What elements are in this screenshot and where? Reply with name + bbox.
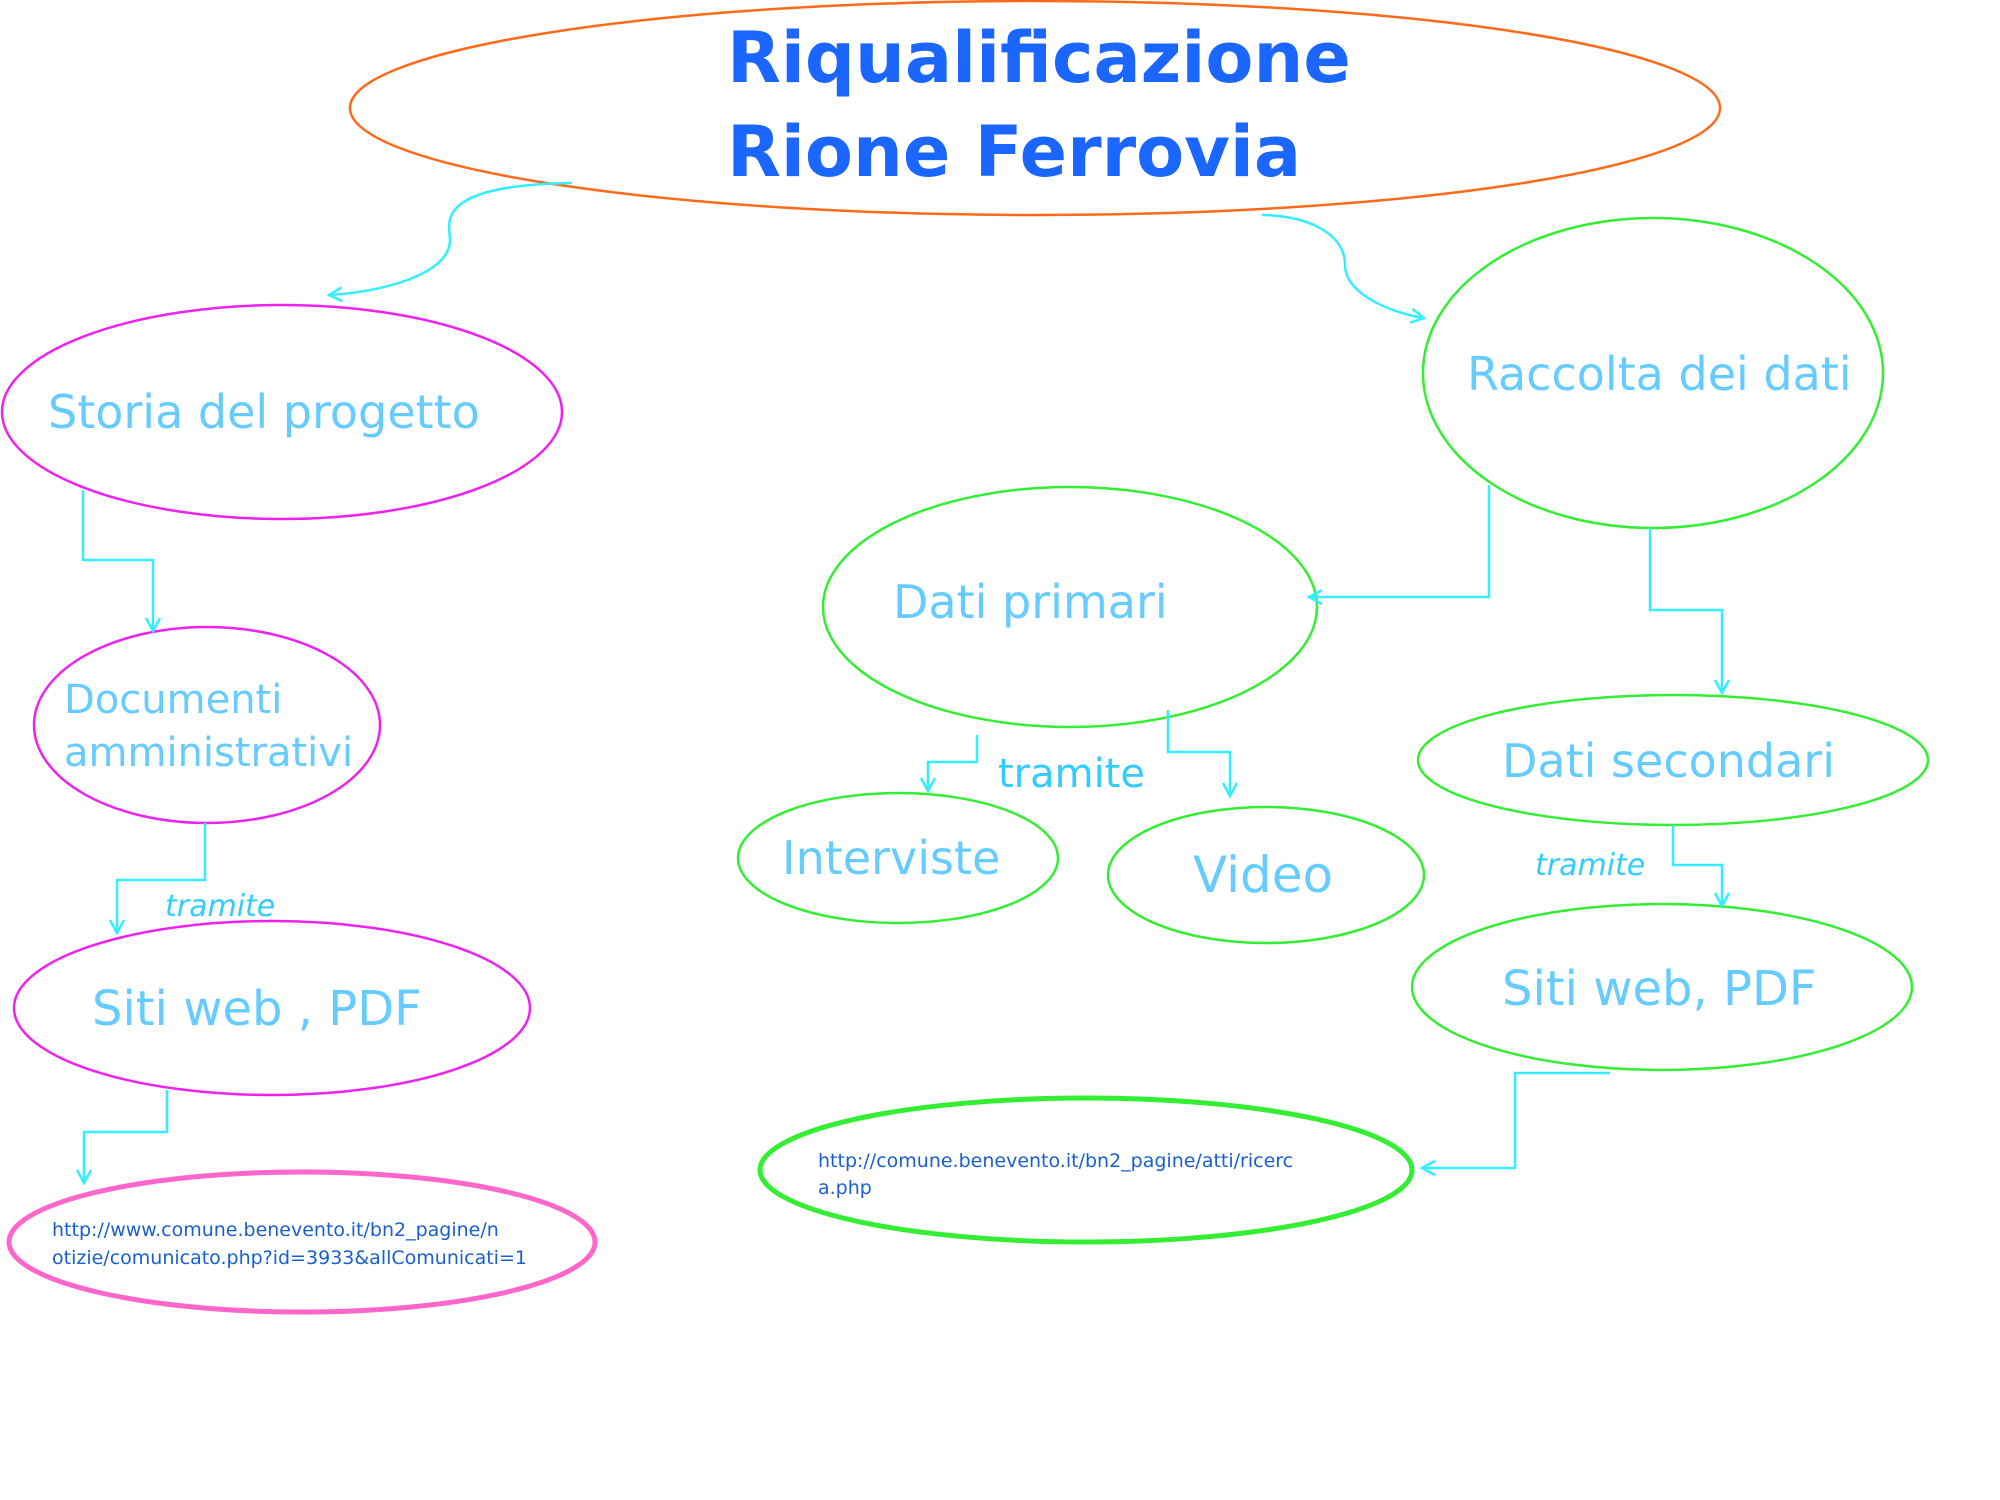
video-label: Video xyxy=(1193,846,1333,904)
documenti-node xyxy=(32,625,382,825)
arrow-title-to-raccolta xyxy=(1261,213,1423,318)
link-right-node[interactable] xyxy=(757,1095,1415,1245)
documenti-label-2: amministrativi xyxy=(64,730,353,776)
dati-secondari-label: Dati secondari xyxy=(1502,734,1835,788)
tramite-right: tramite xyxy=(1535,848,1645,883)
tramite-left: tramite xyxy=(165,889,275,924)
siti-right-label: Siti web, PDF xyxy=(1502,961,1817,1017)
title-node xyxy=(348,0,1722,217)
link-right-line-2[interactable]: a.php xyxy=(818,1177,872,1199)
documenti-label-1: Documenti xyxy=(64,677,282,723)
link-left-node[interactable] xyxy=(6,1169,598,1315)
siti-left-label: Siti web , PDF xyxy=(92,981,422,1037)
arrow-primari-to-video xyxy=(1166,710,1230,795)
dati-primari-node xyxy=(821,485,1319,729)
tramite-middle: tramite xyxy=(998,751,1145,797)
interviste-node xyxy=(736,791,1060,925)
raccolta-label: Raccolta dei dati xyxy=(1467,347,1852,401)
dati-primari-label: Dati primari xyxy=(893,575,1168,629)
interviste-label: Interviste xyxy=(782,831,1000,885)
arrow-title-to-storia xyxy=(330,181,573,295)
raccolta-node xyxy=(1421,216,1885,530)
storia-label: Storia del progetto xyxy=(48,385,480,439)
arrow-storia-to-documenti xyxy=(81,490,153,630)
arrow-siti-to-link-left xyxy=(84,1090,169,1182)
arrow-siti-to-link-right xyxy=(1423,1071,1610,1168)
storia-node xyxy=(0,303,564,521)
title-line-2: Rione Ferrovia xyxy=(727,111,1301,193)
arrow-raccolta-to-primari xyxy=(1310,485,1491,597)
link-right-line-1[interactable]: http://comune.benevento.it/bn2_pagine/at… xyxy=(818,1150,1293,1172)
arrow-raccolta-to-secondari xyxy=(1648,528,1722,692)
arrow-secondari-to-siti xyxy=(1671,825,1722,905)
arrow-primari-to-interviste xyxy=(928,735,979,790)
video-node xyxy=(1106,805,1426,945)
siti-right-node xyxy=(1410,902,1914,1072)
arrow-documenti-to-siti xyxy=(117,823,207,932)
connectors xyxy=(81,181,1722,1182)
siti-left-node xyxy=(12,919,532,1097)
link-left-line-2[interactable]: otizie/comunicato.php?id=3933&allComunic… xyxy=(52,1247,527,1269)
link-left-line-1[interactable]: http://www.comune.benevento.it/bn2_pagin… xyxy=(52,1219,499,1241)
title-line-1: Riqualificazione xyxy=(727,17,1351,99)
